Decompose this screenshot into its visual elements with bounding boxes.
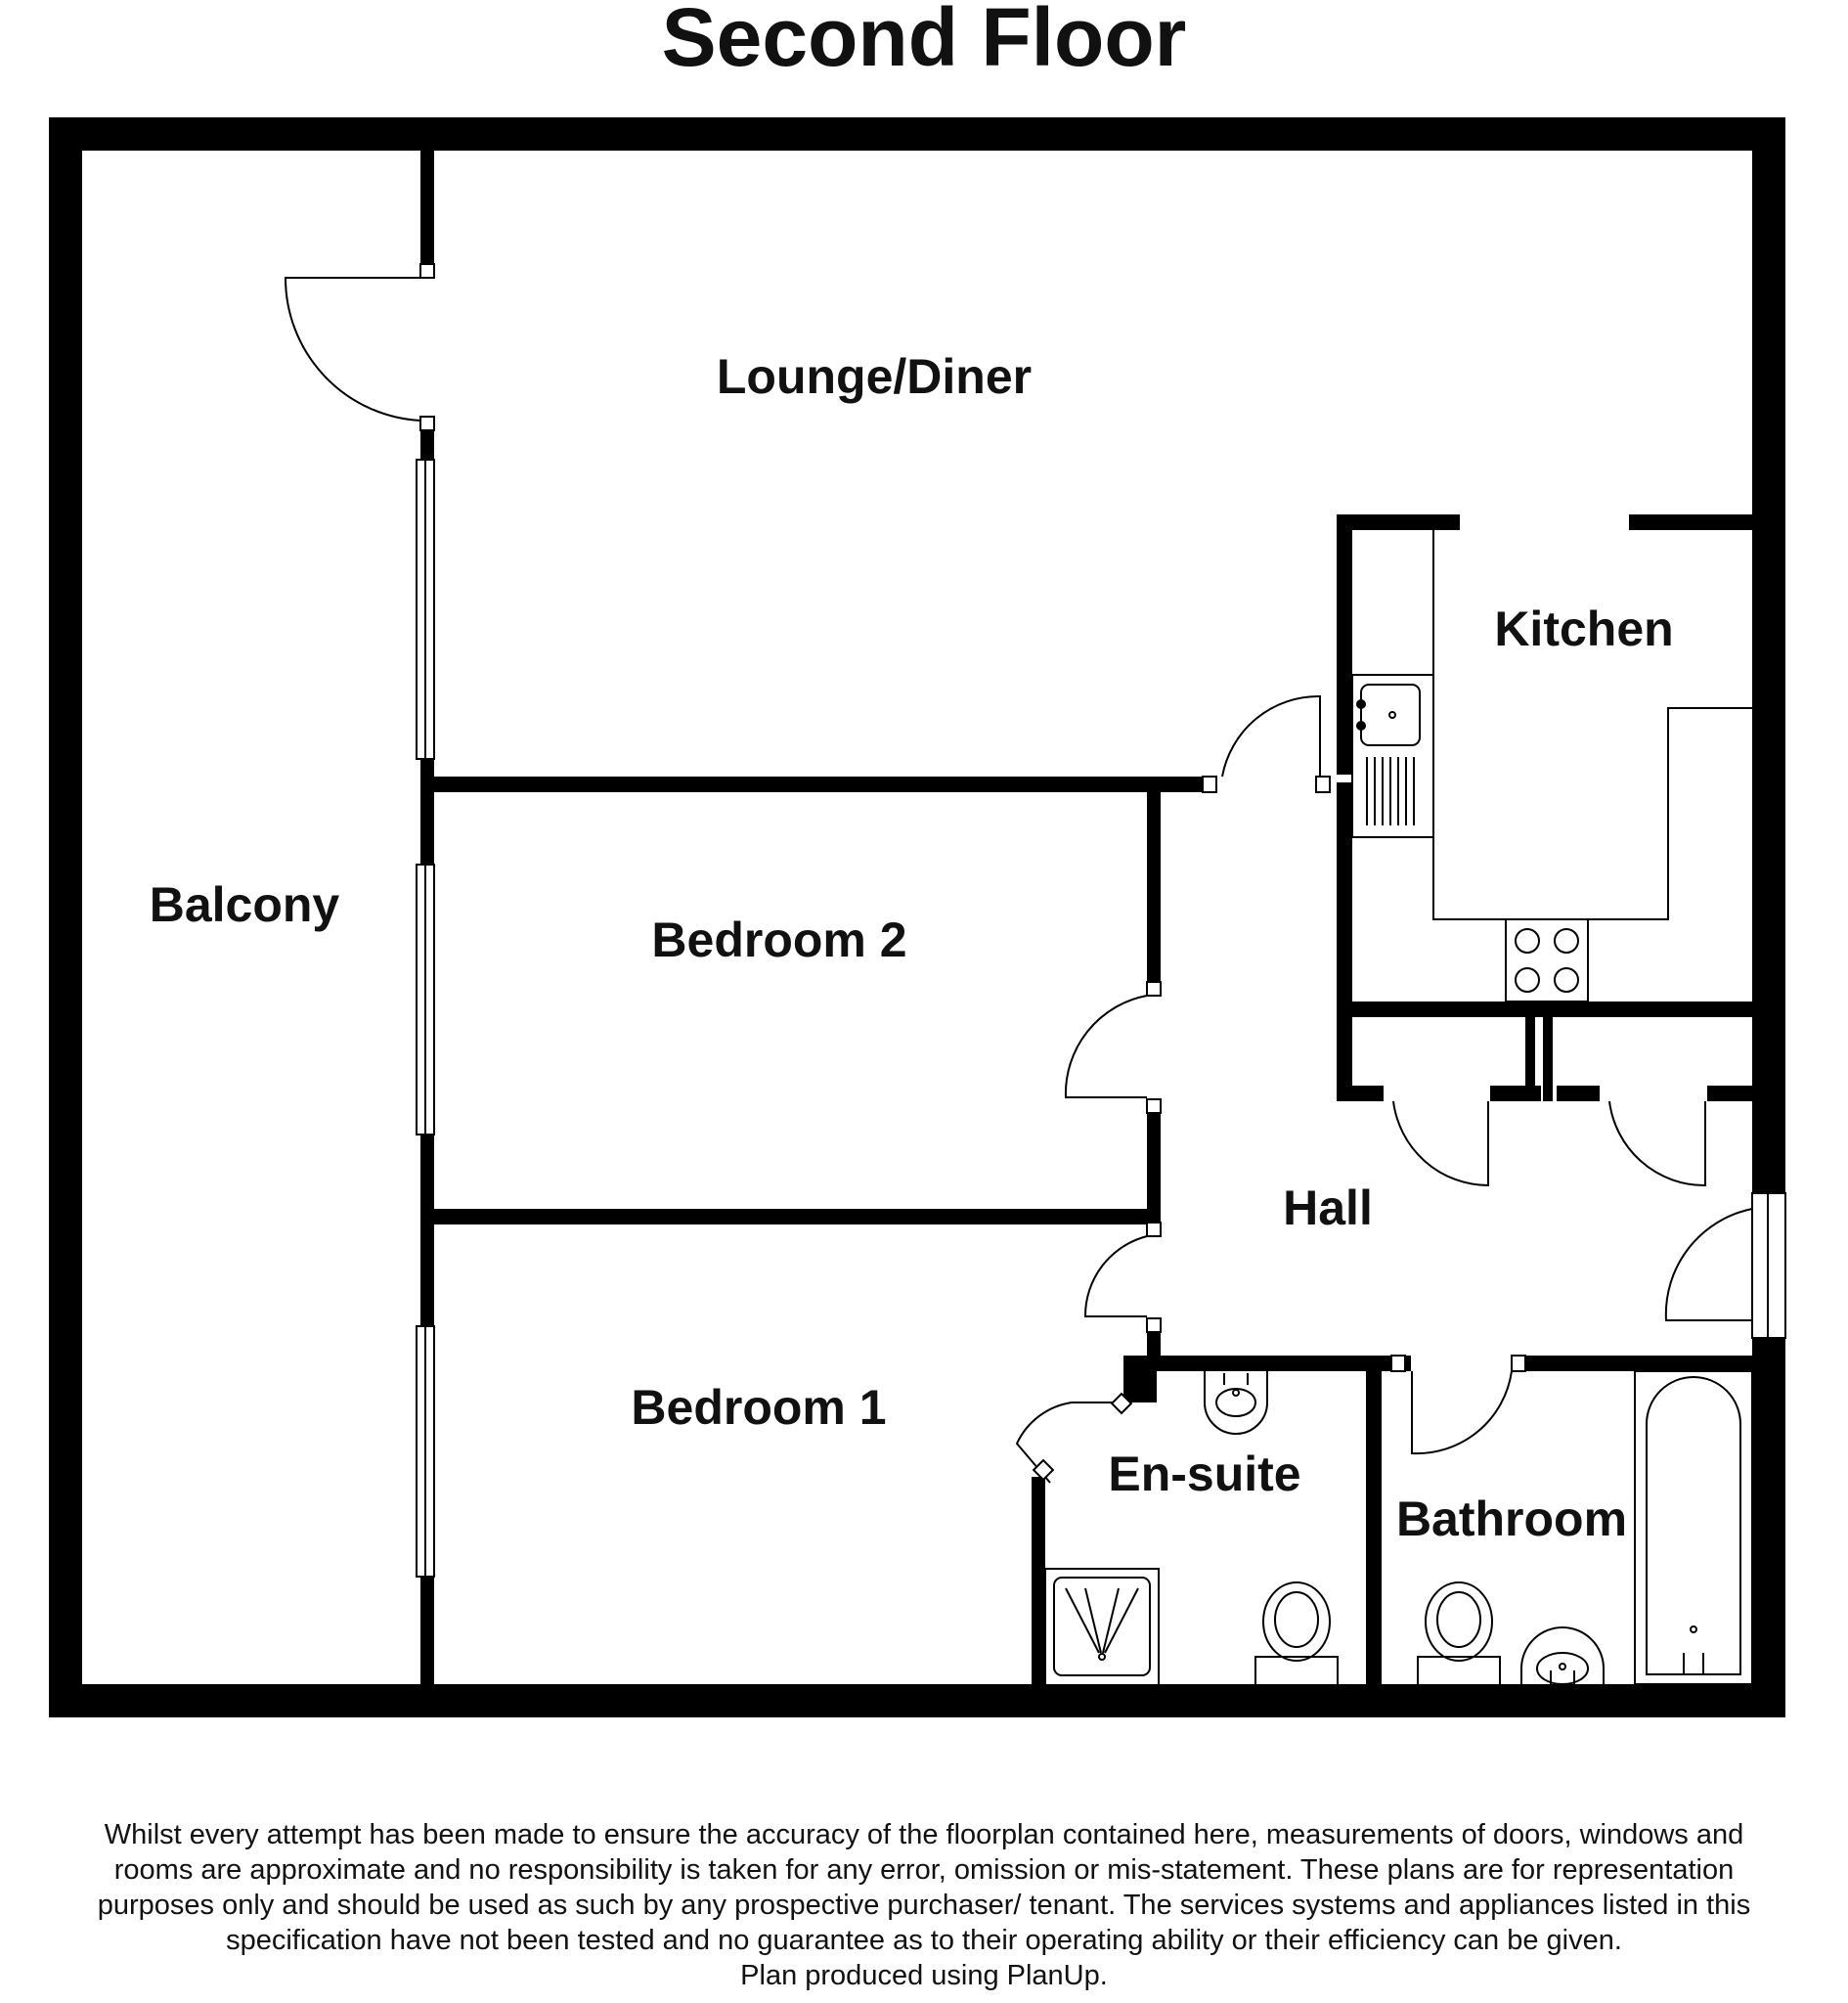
room-label-lounge: Lounge/Diner bbox=[717, 349, 1032, 404]
kitchen-units bbox=[1351, 530, 1752, 920]
floor-plan: Lounge/Diner Kitchen Balcony Bedroom 2 H… bbox=[49, 117, 1786, 1717]
room-label-ensuite: En-suite bbox=[1108, 1447, 1300, 1501]
outer-walls bbox=[49, 117, 1785, 1717]
hob bbox=[1505, 918, 1589, 1002]
room-label-kitchen: Kitchen bbox=[1494, 601, 1673, 656]
drainer bbox=[1366, 757, 1415, 825]
room-label-bedroom-1: Bedroom 1 bbox=[631, 1380, 886, 1435]
disclaimer-line: specification have not been tested and n… bbox=[226, 1925, 1622, 1956]
bathroom-fittings bbox=[1417, 1370, 1753, 1688]
balcony-windows bbox=[416, 459, 435, 1578]
plan-credit: Plan produced using PlanUp. bbox=[740, 1960, 1108, 1991]
room-label-balcony: Balcony bbox=[150, 877, 340, 932]
disclaimer-line: Whilst every attempt has been made to en… bbox=[104, 1819, 1744, 1850]
disclaimer-line: purposes only and should be used as such… bbox=[97, 1890, 1751, 1921]
room-label-hall: Hall bbox=[1283, 1180, 1373, 1235]
page-title: Second Floor bbox=[661, 0, 1187, 83]
door-swings bbox=[284, 277, 1753, 1484]
disclaimer: Whilst every attempt has been made to en… bbox=[0, 1817, 1848, 1993]
room-label-bedroom-2: Bedroom 2 bbox=[651, 912, 906, 967]
ensuite-door-ticks bbox=[1032, 1392, 1133, 1482]
ensuite-fittings bbox=[1044, 1371, 1339, 1687]
disclaimer-line: rooms are approximate and no responsibil… bbox=[113, 1854, 1735, 1886]
interior-walls bbox=[420, 151, 1752, 1686]
door-jambs bbox=[419, 263, 1786, 1372]
room-label-bathroom: Bathroom bbox=[1396, 1491, 1627, 1546]
